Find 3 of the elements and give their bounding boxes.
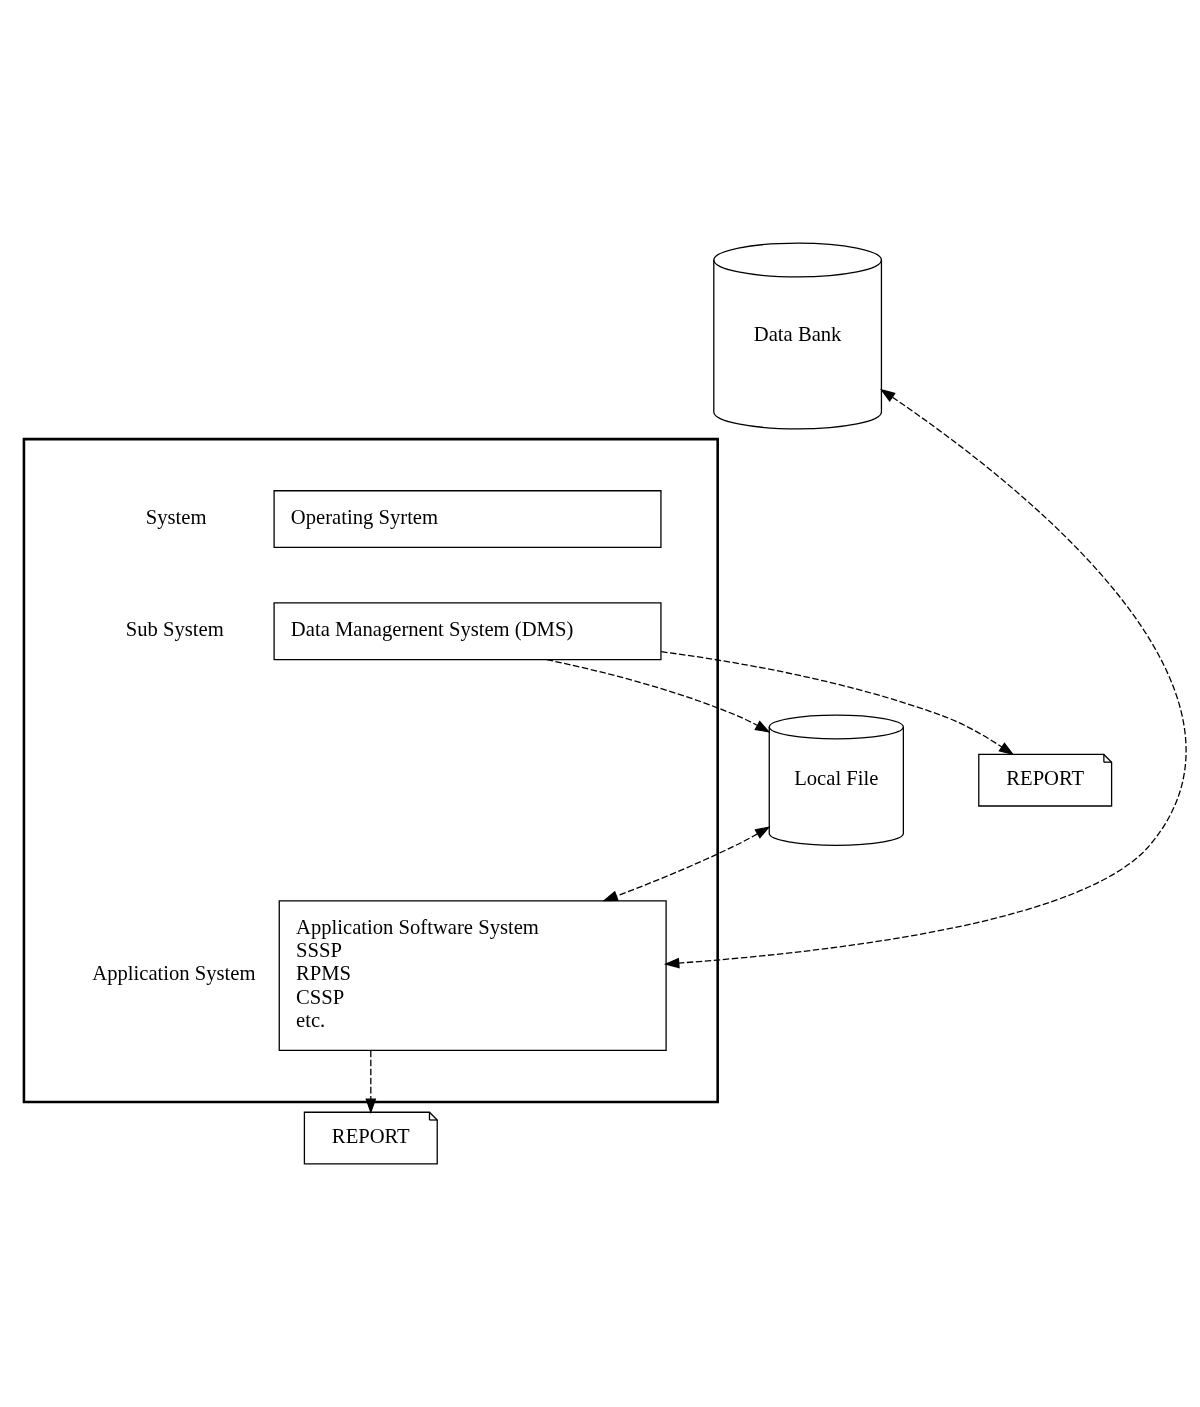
node-label: Application System bbox=[92, 962, 256, 985]
node-label: Sub System bbox=[125, 618, 224, 641]
node-label: System bbox=[145, 506, 207, 529]
